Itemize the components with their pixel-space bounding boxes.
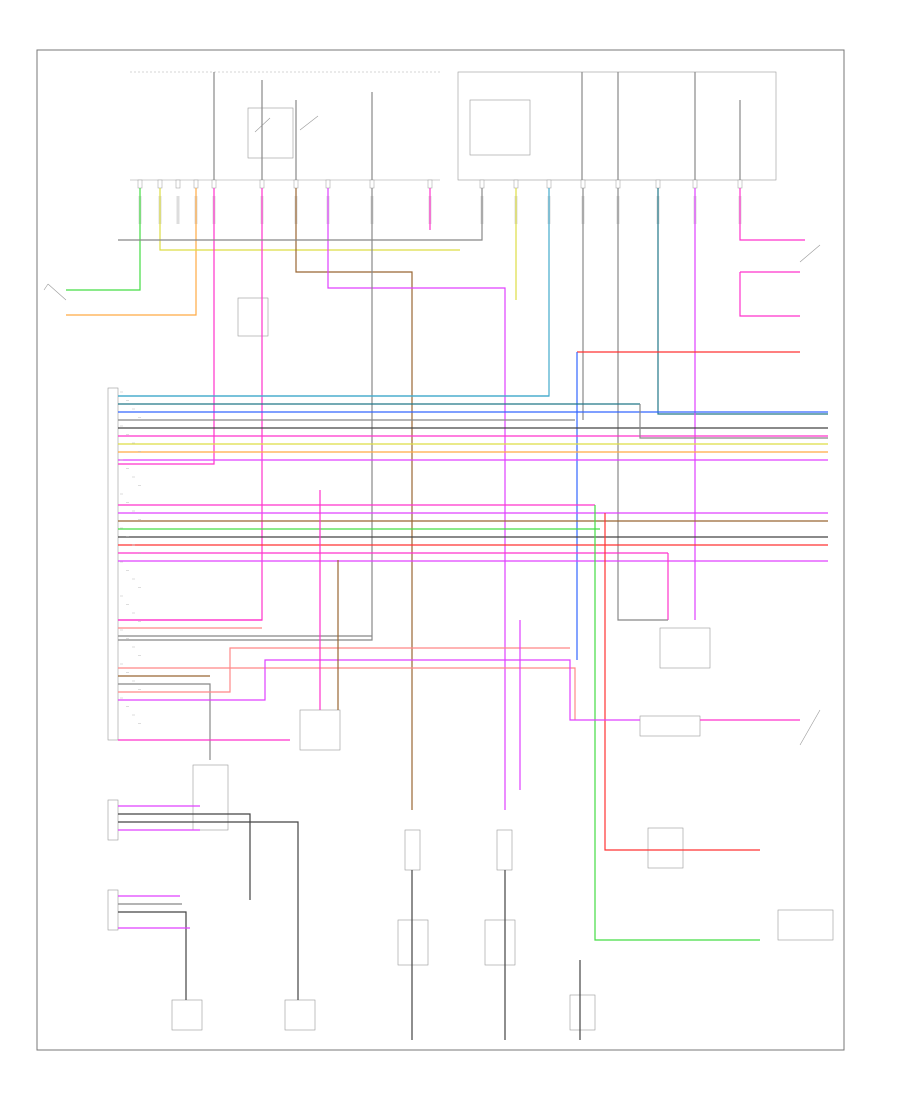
wire-gray-thin: [118, 188, 483, 241]
connector-pin-top: [513, 179, 519, 189]
connector-pin-top: [193, 179, 199, 189]
wire-pink-right3: [739, 272, 800, 317]
top-fuse-box-left: [130, 71, 440, 181]
wire-pink-main: [118, 188, 215, 465]
wire-magenta-door: [327, 188, 506, 810]
bus4-wire: [118, 683, 211, 760]
wire-harness: [66, 72, 828, 1040]
connector-pin-top: [655, 179, 661, 189]
diagram-frame: [36, 49, 845, 1051]
connector-pin-top: [427, 179, 433, 189]
connector-labels: [120, 391, 141, 724]
wire-yellow-top: [159, 188, 460, 251]
connector-pin-top: [325, 179, 331, 189]
component-boxes: [107, 99, 834, 1031]
connector-pin-top: [692, 179, 698, 189]
lower-wire: [118, 911, 187, 1000]
connector-pin-top: [293, 179, 299, 189]
wire-gray-module: [118, 188, 373, 641]
connector-pin-top: [259, 179, 265, 189]
connector-row-top: [137, 179, 743, 224]
connector-pin-top: [580, 179, 586, 189]
wire-pink-right1: [739, 188, 805, 241]
wire-red-lower: [604, 513, 760, 851]
connector-pin-top: [369, 179, 375, 189]
wire-green-switch: [66, 188, 141, 291]
lower-wire: [118, 821, 299, 1000]
connector-plug-top: [176, 196, 180, 224]
wire-teal-right: [657, 188, 828, 415]
connector-pin-top: [546, 179, 552, 189]
connector-pin-top: [137, 179, 143, 189]
wire-gray-long: [617, 188, 668, 621]
connector-pin-top: [157, 179, 163, 189]
switch-symbols: [43, 115, 821, 746]
wire-lightblue-main: [118, 188, 550, 397]
wire-green-lower: [594, 505, 760, 941]
bus4-wire: [118, 659, 640, 721]
connector-pin-top: [211, 179, 217, 189]
bus4-wire: [118, 667, 576, 720]
connector-pin-top: [175, 179, 181, 189]
lower-wire: [118, 813, 251, 900]
connector-pin-top: [615, 179, 621, 189]
wire-brown-door: [295, 188, 413, 810]
bus-wire-return: [639, 404, 828, 439]
connector-pin-top: [479, 179, 485, 189]
bus4-wire: [118, 647, 570, 693]
wire-orange-switch: [66, 188, 197, 316]
connector-pin-top: [737, 179, 743, 189]
